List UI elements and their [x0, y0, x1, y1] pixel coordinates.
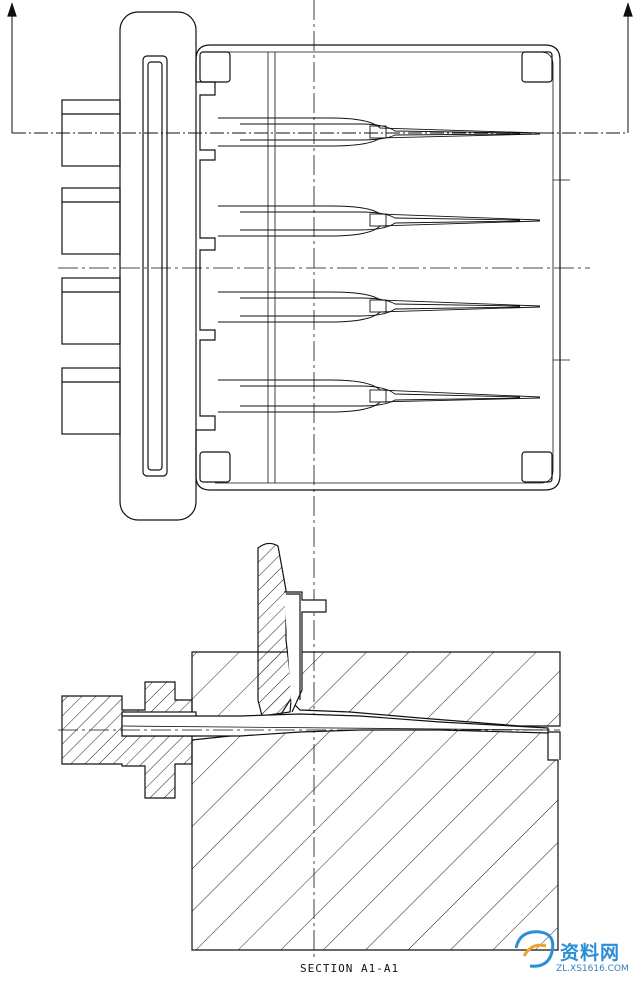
section-caption: SECTION A1-A1: [300, 962, 400, 975]
section-cut-line: [7, 2, 633, 134]
terminal-row-2: [218, 205, 541, 237]
corner-latch-tr: [521, 51, 553, 83]
section-arrow-left-icon: [7, 2, 17, 17]
terminal-strip: [121, 713, 549, 737]
lower-mold-block: [191, 727, 559, 951]
housing-outline: [195, 44, 561, 491]
watermark-logo: [514, 930, 555, 968]
section-view: [58, 542, 561, 951]
corner-latch-br: [521, 451, 553, 483]
watermark-url: ZL.XS1616.COM: [556, 964, 629, 974]
watermark-brand: 资料网: [560, 942, 621, 964]
terminal-row-4: [218, 379, 541, 413]
terminal-row-3: [218, 291, 541, 323]
flange-slot-inner: [147, 61, 163, 471]
flange-plate: [119, 11, 197, 521]
terminal-row-1: [218, 117, 541, 147]
left-insert: [61, 681, 193, 799]
corner-latch-tl: [199, 51, 231, 83]
section-arrow-right-icon: [623, 2, 633, 17]
plan-view: [7, 0, 633, 960]
upper-mold-block: [191, 651, 561, 727]
vertical-slider: [257, 542, 293, 717]
corner-latch-bl: [199, 451, 231, 483]
left-pins: [61, 99, 121, 435]
flange-slot-outer: [142, 55, 168, 477]
